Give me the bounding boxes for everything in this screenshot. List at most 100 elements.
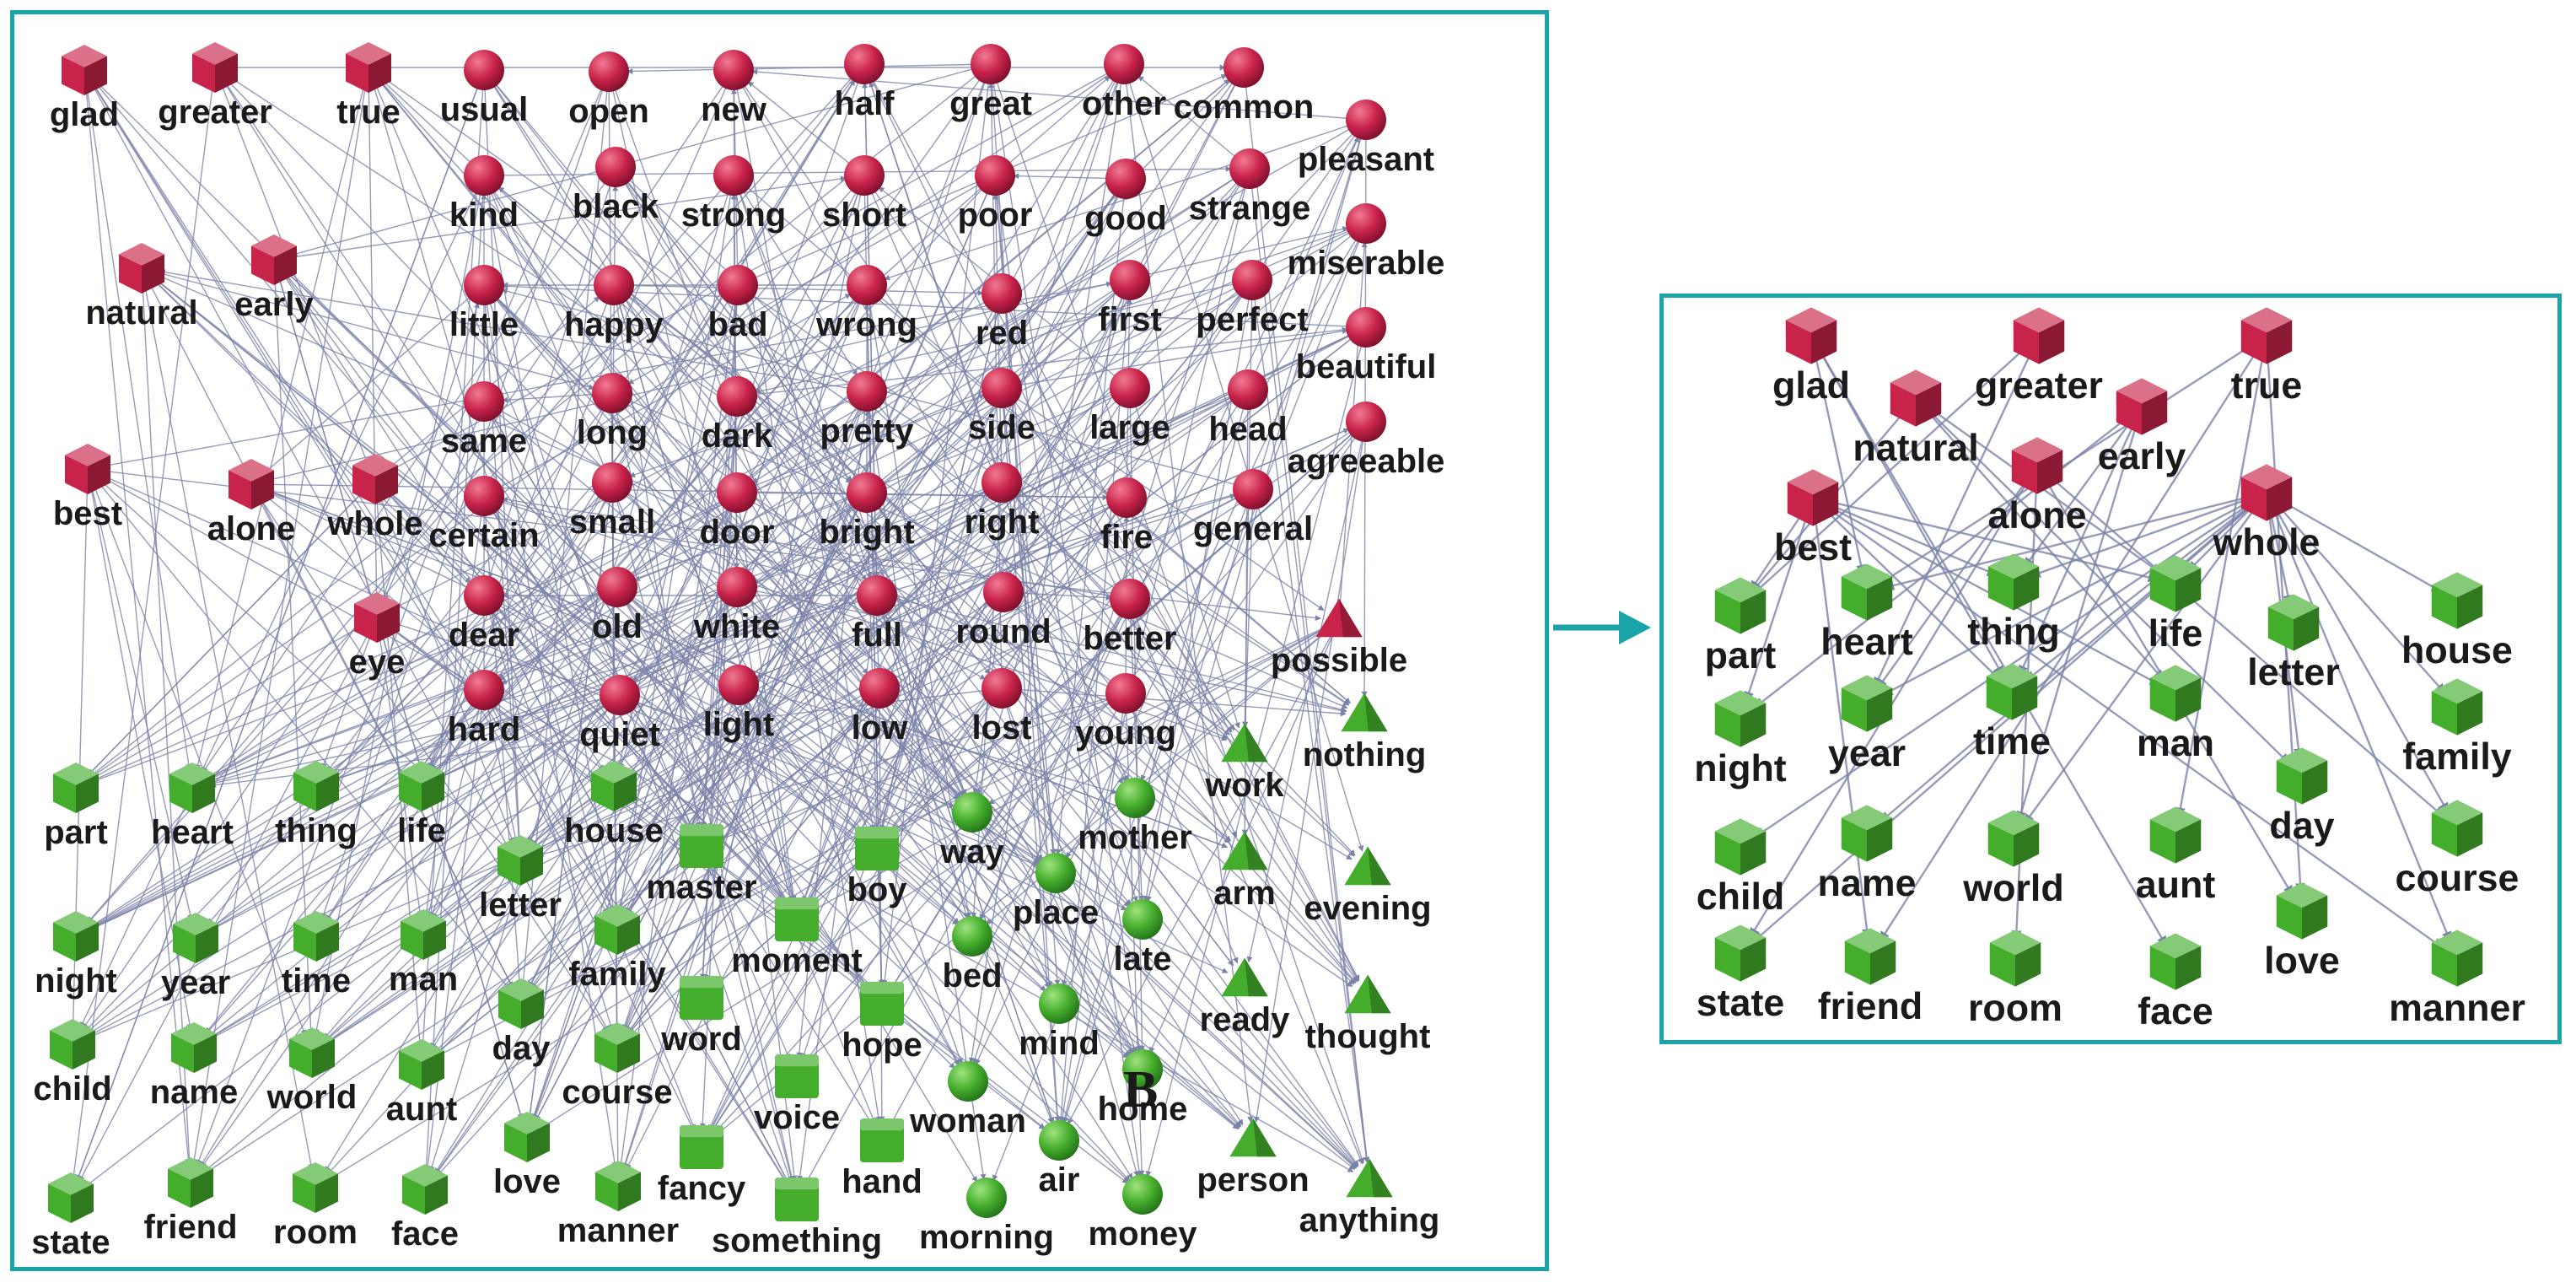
big-label-home: home: [1098, 1091, 1188, 1128]
big-edge-fire-thing: [333, 497, 1127, 781]
big-node-hand: hand: [842, 1118, 922, 1200]
small-label-thing: thing: [1967, 611, 2059, 653]
big-edge-dark-full: [736, 396, 867, 581]
small-label-course: course: [2396, 857, 2520, 899]
big-edge-natural-work: [141, 267, 1229, 739]
small-node-best: best: [1774, 469, 1852, 569]
big-node-word: word: [660, 976, 742, 1058]
big-node-world: world: [266, 1027, 357, 1116]
big-edge-side-boy: [880, 387, 1003, 832]
big-node-strange: strange: [1189, 148, 1310, 227]
big-label-early: early: [234, 286, 314, 323]
big-label-hard: hard: [448, 711, 521, 748]
big-edge-young-ready: [1125, 693, 1239, 964]
big-node-person: person: [1197, 1118, 1310, 1199]
small-edge-greater-year: [1874, 335, 2041, 688]
big-edge-perfect-course: [628, 279, 1253, 1034]
big-node-anything: anything: [1299, 1158, 1439, 1239]
big-edge-quiet-life: [438, 694, 621, 779]
big-label-new: new: [701, 91, 767, 128]
big-node-certain: certain: [428, 476, 540, 554]
big-label-side: side: [968, 409, 1035, 446]
big-edge-poor-long: [627, 175, 996, 385]
big-edge-common-fancy: [709, 67, 1245, 1131]
big-label-friend: friend: [143, 1209, 237, 1246]
big-edge-short-work: [863, 175, 1235, 731]
big-node-man: man: [389, 909, 458, 998]
big-edge-kind-hand: [483, 175, 876, 1124]
big-edge-bright-anything: [866, 492, 1359, 1167]
big-label-part: part: [44, 814, 108, 851]
big-edge-perfect-late: [1143, 279, 1253, 903]
small-node-state: state: [1697, 924, 1784, 1024]
big-label-night: night: [35, 962, 117, 1000]
transition-arrowhead: [1619, 611, 1651, 644]
big-node-old: old: [592, 567, 643, 645]
big-edge-hard-time: [325, 689, 485, 922]
small-edge-whole-house: [2266, 491, 2442, 593]
big-edge-best-ready: [87, 468, 1229, 973]
big-label-other: other: [1082, 85, 1166, 122]
big-edge-door-moment: [736, 492, 797, 902]
big-edge-hard-half: [483, 79, 856, 691]
small-label-love: love: [2264, 940, 2340, 982]
small-edge-whole-thing: [2030, 491, 2267, 578]
big-node-round: round: [955, 572, 1051, 650]
big-edge-quiet-world: [323, 694, 621, 1039]
big-edge-common-face: [435, 67, 1245, 1175]
big-edge-whole-part: [88, 478, 376, 775]
big-node-mind: mind: [1019, 984, 1100, 1062]
big-label-pretty: pretty: [820, 412, 914, 450]
big-edge-open-eye: [383, 71, 610, 601]
big-label-general: general: [1193, 510, 1313, 547]
big-edge-large-work: [1129, 387, 1240, 729]
big-label-alone: alone: [207, 510, 295, 547]
small-edge-alone-year: [1876, 465, 2038, 690]
big-edge-certain-hand: [483, 495, 874, 1125]
small-node-world: world: [1962, 810, 2064, 909]
big-edge-general-heart: [209, 488, 1254, 784]
big-label-life: life: [397, 812, 446, 849]
small-edge-whole-manner: [2265, 492, 2452, 942]
small-label-heart: heart: [1820, 621, 1913, 663]
big-edge-other-woman: [968, 63, 1125, 1064]
big-edge-light-alone: [267, 490, 739, 686]
big-edge-beautiful-little: [502, 283, 1367, 328]
big-label-hand: hand: [842, 1163, 922, 1200]
big-edge-light-woman: [738, 684, 960, 1066]
big-label-glad: glad: [50, 96, 119, 133]
big-label-small: small: [569, 504, 655, 541]
big-edge-old-hard: [497, 586, 618, 680]
big-label-place: place: [1013, 894, 1099, 931]
big-edge-low-world: [326, 687, 880, 1043]
big-edge-beautiful-night: [92, 326, 1367, 930]
big-node-boy: boy: [847, 827, 907, 908]
big-node-state: state: [31, 1172, 110, 1261]
big-edge-early-hope: [273, 259, 871, 990]
big-node-something: something: [712, 1178, 882, 1259]
big-edge-lost-nothing: [1001, 687, 1347, 717]
small-label-year: year: [1828, 732, 1906, 774]
big-node-heart: heart: [151, 763, 234, 851]
big-node-wrong: wrong: [815, 265, 917, 343]
small-node-greater: greater: [1975, 307, 2103, 407]
big-label-thing: thing: [275, 812, 358, 849]
big-label-course: course: [562, 1074, 672, 1111]
big-edge-black-person: [615, 166, 1244, 1126]
big-label-family: family: [568, 956, 666, 993]
big-edge-short-love: [532, 175, 865, 1120]
big-node-child: child: [33, 1019, 112, 1107]
small-edge-greater-part: [1753, 335, 2040, 595]
big-edge-pretty-morning: [866, 391, 987, 1180]
big-edge-new-mother: [733, 69, 1127, 783]
big-edge-round-world: [326, 591, 1004, 1043]
big-label-aunt: aunt: [386, 1091, 457, 1128]
big-edge-fire-fancy: [711, 497, 1127, 1133]
big-edge-door-fire: [736, 492, 1109, 501]
big-edge-pleasant-late: [1146, 119, 1367, 903]
big-edge-old-moment: [616, 586, 789, 904]
big-edge-right-heart: [208, 482, 1003, 783]
big-node-glad: glad: [50, 45, 119, 133]
big-label-arm: arm: [1213, 875, 1275, 912]
big-edge-short-new: [747, 81, 865, 176]
